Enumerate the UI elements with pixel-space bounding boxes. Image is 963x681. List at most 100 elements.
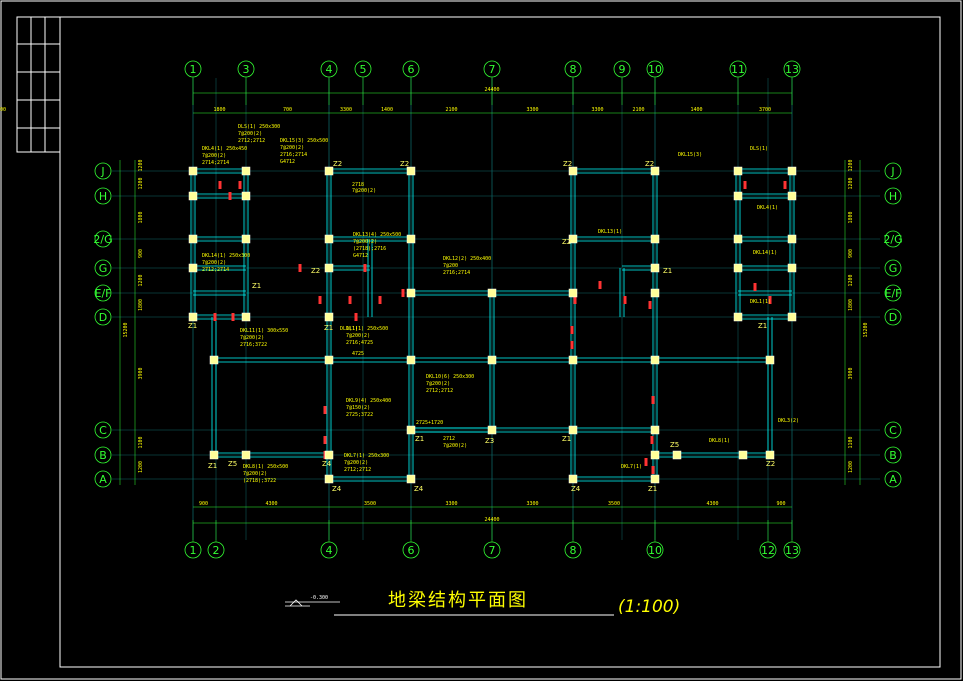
column-label: Z1 bbox=[252, 282, 261, 290]
axis-bubble-bottom: 8 bbox=[570, 544, 577, 557]
axis-bubble-left-circle bbox=[94, 284, 112, 302]
rebar-mark bbox=[348, 296, 352, 304]
beam-note: DKL8(1) 250x500 bbox=[243, 464, 288, 470]
column bbox=[672, 450, 682, 460]
rebar-mark bbox=[323, 406, 327, 414]
column bbox=[324, 474, 334, 484]
beam-note: 4725 bbox=[352, 351, 364, 357]
column-label: Z2 bbox=[562, 238, 571, 246]
beam-note: DLS(1) bbox=[750, 146, 768, 152]
axis-bubble-left: B bbox=[99, 449, 107, 462]
rebar-mark bbox=[623, 296, 627, 304]
column bbox=[787, 312, 797, 322]
dim-bottom-segment: 3300 bbox=[526, 501, 538, 507]
axis-bubble-left: 2/G bbox=[93, 233, 112, 246]
beam-note: 2712;2712 bbox=[238, 138, 265, 144]
dim-left-segment: 1800 bbox=[138, 299, 144, 311]
column bbox=[733, 166, 743, 176]
beam-note: DKL7(1) bbox=[621, 464, 642, 470]
column bbox=[650, 166, 660, 176]
drawing-title: 地梁结构平面图 bbox=[388, 590, 528, 611]
beam-note: 2716;2714 bbox=[443, 270, 470, 276]
dim-right-segment: 1800 bbox=[848, 211, 854, 223]
beam-note: DKL13(4) 250x500 bbox=[353, 232, 401, 238]
beam-note: 7@200 bbox=[443, 263, 458, 269]
rebar-mark bbox=[218, 181, 222, 189]
beam-note: 7@200(2) bbox=[426, 381, 450, 387]
axis-bubble-right-circle bbox=[884, 230, 902, 248]
axis-bubble-right: D bbox=[889, 311, 897, 324]
beam-note: 7@200(2) bbox=[346, 333, 370, 339]
beam-note: 2718 bbox=[352, 182, 364, 188]
axis-bubble-top: 1 bbox=[190, 63, 197, 76]
dim-top-segment: 3300 bbox=[591, 107, 603, 113]
column bbox=[733, 312, 743, 322]
column bbox=[650, 234, 660, 244]
beam-note: 2712;2714 bbox=[202, 267, 229, 273]
column bbox=[188, 263, 198, 273]
column bbox=[188, 312, 198, 322]
axis-bubble-right: C bbox=[889, 424, 897, 437]
column-label: Z1 bbox=[188, 322, 197, 330]
dim-right-segment: 1200 bbox=[848, 177, 854, 189]
beam-note: DKL3(2) bbox=[778, 418, 799, 424]
column bbox=[733, 263, 743, 273]
beam-note: 7@200(2) bbox=[280, 145, 304, 151]
axis-bubble-top: 13 bbox=[785, 63, 799, 76]
axis-bubble-bottom: 13 bbox=[785, 544, 799, 557]
axis-bubble-bottom: 12 bbox=[761, 544, 775, 557]
axis-bubble-right-circle bbox=[884, 470, 902, 488]
column-label: Z1 bbox=[648, 485, 657, 493]
axis-bubble-top: 8 bbox=[570, 63, 577, 76]
axis-bubble-right-circle bbox=[884, 259, 902, 277]
axis-bubble-left: J bbox=[100, 165, 104, 178]
beam-note: 7@150(2) bbox=[346, 405, 370, 411]
rebar-mark bbox=[228, 192, 232, 200]
dim-left-segment: 1200 bbox=[138, 274, 144, 286]
axis-bubble-right-circle bbox=[884, 162, 902, 180]
column bbox=[568, 234, 578, 244]
column bbox=[209, 450, 219, 460]
dim-left-segment: 1200 bbox=[138, 461, 144, 473]
beam-note: DKL4(1) 250x450 bbox=[202, 146, 247, 152]
axis-bubble-top: 5 bbox=[360, 63, 367, 76]
rebar-mark bbox=[298, 264, 302, 272]
column-label: Z5 bbox=[670, 441, 679, 449]
beam-note: 2712 bbox=[443, 436, 455, 442]
elevation-text: -0.300 bbox=[310, 595, 328, 601]
rebar-mark bbox=[650, 436, 654, 444]
dim-bottom-total: 24400 bbox=[484, 517, 499, 523]
beam-note: DLS(1) 250x300 bbox=[238, 124, 280, 130]
axis-bubble-bottom: 1 bbox=[190, 544, 197, 557]
column bbox=[209, 355, 219, 365]
beam-note: 2712;2712 bbox=[426, 388, 453, 394]
dim-right-total: 15200 bbox=[863, 322, 869, 337]
dim-top-segment: 3700 bbox=[759, 107, 771, 113]
dim-bottom-segment: 3500 bbox=[608, 501, 620, 507]
beam-note: 7@200(2) bbox=[240, 335, 264, 341]
axis-bubble-top: 11 bbox=[731, 63, 745, 76]
axis-bubble-bottom: 6 bbox=[408, 544, 415, 557]
beam-note: (2718);3722 bbox=[243, 478, 276, 484]
axis-bubble-top: 9 bbox=[619, 63, 626, 76]
column bbox=[324, 234, 334, 244]
beam-note: 7@200(2) bbox=[353, 239, 377, 245]
axis-bubble-right: B bbox=[889, 449, 897, 462]
dim-right-segment: 900 bbox=[848, 249, 854, 258]
beam-note: G4712 bbox=[353, 253, 368, 259]
column-label: Z2 bbox=[766, 460, 775, 468]
column bbox=[406, 288, 416, 298]
column bbox=[487, 355, 497, 365]
beam-note: DL1(1) bbox=[340, 326, 358, 332]
rebar-mark bbox=[354, 313, 358, 321]
beam-note: DKL10(6) 250x300 bbox=[426, 374, 474, 380]
rebar-mark bbox=[363, 264, 367, 272]
dim-right-segment: 1200 bbox=[848, 461, 854, 473]
axis-bubble-left-circle bbox=[94, 308, 112, 326]
rebar-mark bbox=[238, 181, 242, 189]
axis-bubble-left-circle bbox=[94, 230, 112, 248]
column-label: Z1 bbox=[562, 435, 571, 443]
axis-bubble-top: 7 bbox=[489, 63, 496, 76]
column bbox=[324, 450, 334, 460]
